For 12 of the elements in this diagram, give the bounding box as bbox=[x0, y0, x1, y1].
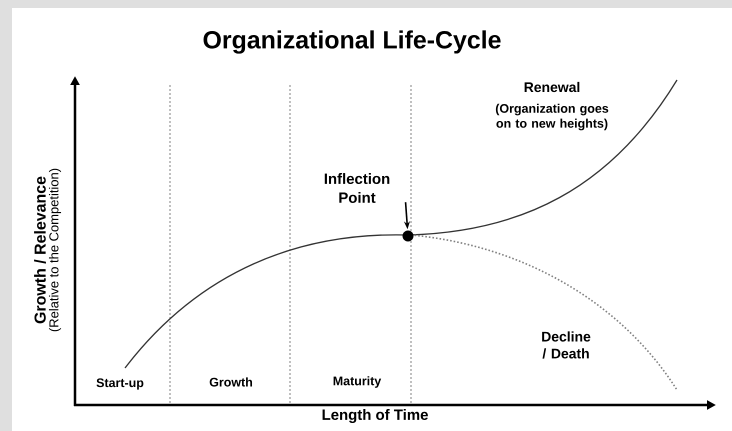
point-label: Inflection Point bbox=[324, 173, 390, 203]
stage-label: Start-up bbox=[96, 378, 144, 390]
axis-title: Growth / Relevance bbox=[34, 176, 46, 324]
title: Organizational Life-Cycle bbox=[204, 30, 501, 54]
inflection-dot bbox=[402, 230, 414, 242]
axis-note: (Relative to the Competition) bbox=[48, 168, 62, 332]
axis-title: Length of Time bbox=[322, 409, 428, 423]
stage-label: Growth bbox=[210, 377, 252, 387]
curve-label: Renewal bbox=[524, 82, 580, 92]
curve-note: (Organization goes on to new heights) bbox=[496, 104, 608, 130]
curve-label: Decline / Death bbox=[542, 331, 590, 359]
stage-label: Maturity bbox=[334, 376, 382, 388]
